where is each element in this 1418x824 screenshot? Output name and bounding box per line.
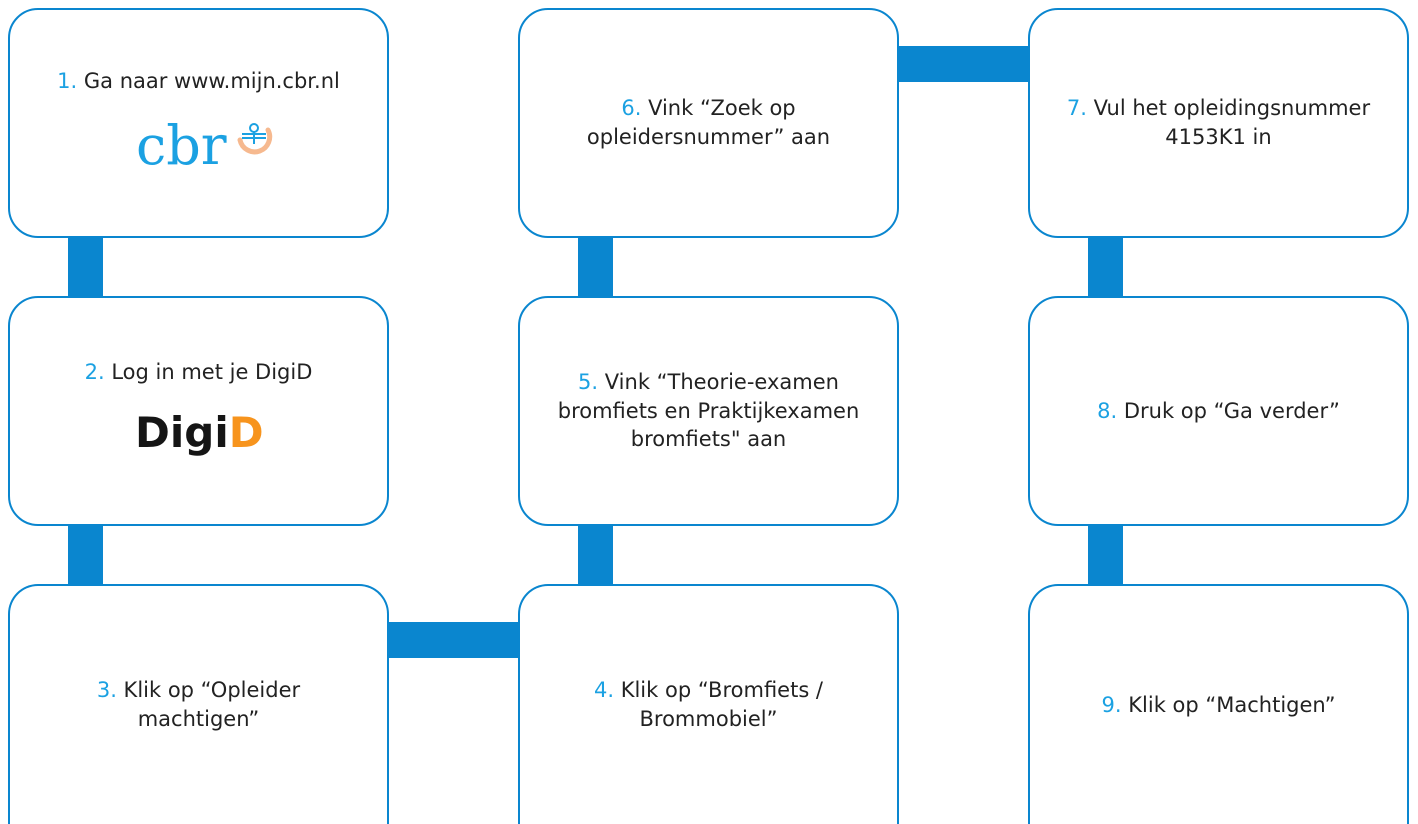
connector-6-7 [897,46,1032,82]
step-3-text: 3. Klik op “Opleider machtigen” [60,676,338,733]
step-7-number: 7. [1066,96,1087,121]
step-2-box: 2. Log in met je DigiD DigiD [8,296,389,526]
step-6-text: 6. Vink “Zoek op opleidersnummer” aan [555,94,863,151]
step-9-number: 9. [1101,692,1122,717]
step-4-number: 4. [593,678,615,703]
step-4-box: 4. Klik op “Bromfiets / Brommobiel” [518,584,899,824]
step-6-number: 6. [621,96,642,121]
step-4-text: 4. Klik op “Bromfiets / Brommobiel” [555,676,863,733]
step-5-number: 5. [578,370,599,395]
step-3-box: 3. Klik op “Opleider machtigen” [8,584,389,824]
step-1-label: Ga naar www.mijn.cbr.nl [77,68,340,93]
step-9-label: Klik op “Machtigen” [1121,692,1336,717]
step-5-box: 5. Vink “Theorie-examen bromfiets en Pra… [518,296,899,526]
step-3-number: 3. [96,678,117,703]
step-5-text: 5. Vink “Theorie-examen bromfiets en Pra… [520,368,897,454]
step-2-text: 2. Log in met je DigiD [71,358,327,387]
step-7-text: 7. Vul het opleidingsnummer 4153K1 in [1030,94,1407,151]
step-1-box: 1. Ga naar www.mijn.cbr.nl cbr [8,8,389,238]
step-2-label: Log in met je DigiD [104,359,313,384]
step-8-text: 8. Druk op “Ga verder” [1083,397,1354,426]
step-7-label: Vul het opleidingsnummer 4153K1 in [1086,96,1371,149]
cbr-emblem-icon [237,122,272,154]
digid-logo-part2: D [228,408,263,457]
step-2-number: 2. [84,359,105,384]
cbr-logo: cbr [114,114,284,180]
svg-text:DigiD: DigiD [135,408,264,457]
step-6-label: Vink “Zoek op opleidersnummer” aan [586,96,831,149]
connector-3-4 [387,622,521,658]
digid-logo: DigiD [129,405,269,465]
step-8-box: 8. Druk op “Ga verder” [1028,296,1409,526]
step-9-text: 9. Klik op “Machtigen” [1088,691,1350,720]
step-4-label: Klik op “Bromfiets / Brommobiel” [614,678,824,731]
step-8-label: Druk op “Ga verder” [1117,398,1340,423]
step-6-box: 6. Vink “Zoek op opleidersnummer” aan [518,8,899,238]
step-9-box: 9. Klik op “Machtigen” [1028,584,1409,824]
step-3-label: Klik op “Opleider machtigen” [116,678,301,731]
step-8-number: 8. [1097,398,1118,423]
step-1-number: 1. [57,68,78,93]
step-7-box: 7. Vul het opleidingsnummer 4153K1 in [1028,8,1409,238]
connector-8-9 [1088,524,1123,586]
connector-4-5 [578,524,613,586]
connector-2-3 [68,524,103,586]
connector-5-6 [578,236,613,298]
connector-1-2 [68,236,103,298]
step-5-label: Vink “Theorie-examen bromfiets en Prakti… [557,370,860,452]
connector-7-8 [1088,236,1123,298]
step-1-text: 1. Ga naar www.mijn.cbr.nl [43,67,354,96]
cbr-logo-text: cbr [136,114,227,172]
digid-logo-part1: Digi [135,408,229,457]
